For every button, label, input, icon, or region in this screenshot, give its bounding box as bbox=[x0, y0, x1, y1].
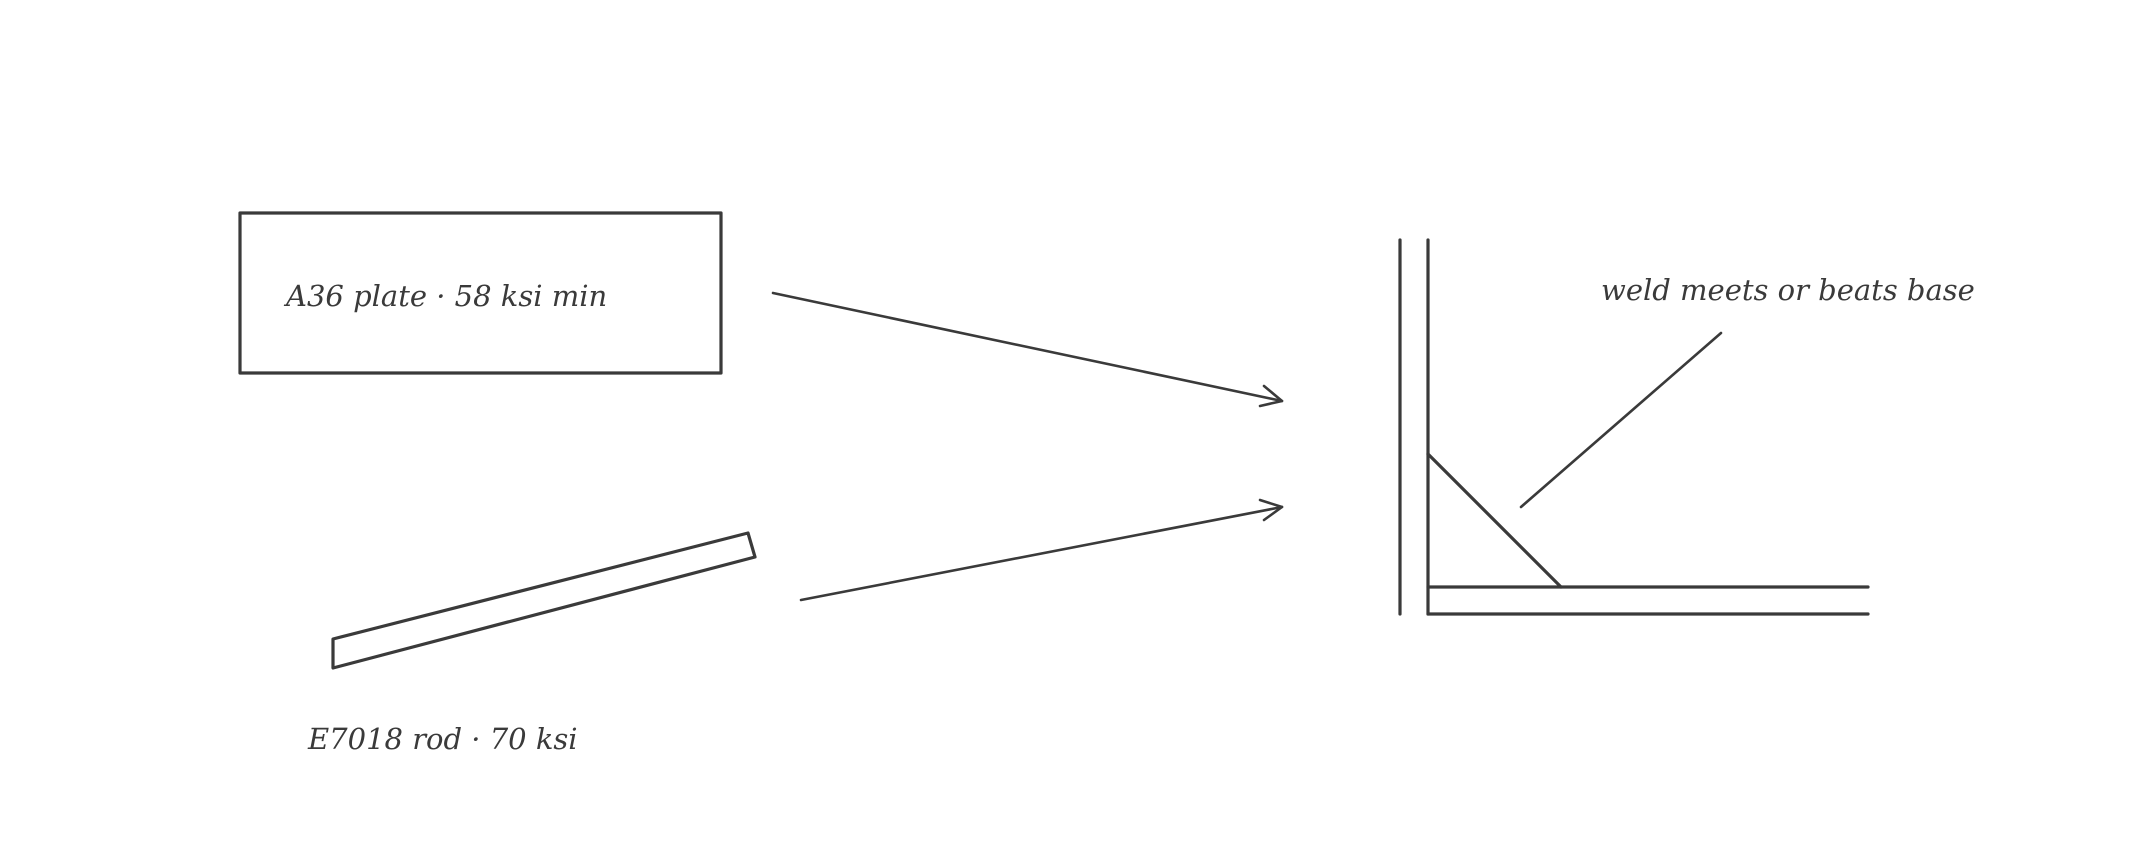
fillet-weld-joint bbox=[1398, 238, 1870, 616]
fillet-weld-face bbox=[1426, 452, 1563, 589]
weld-label: weld meets or beats base bbox=[1601, 273, 1975, 307]
rod-to-weld-arrow bbox=[799, 498, 1284, 602]
rod-shape bbox=[331, 531, 757, 670]
rod-label: E7018 rod · 70 ksi bbox=[307, 722, 578, 756]
plate-label: A36 plate · 58 ksi min bbox=[283, 279, 607, 313]
plate-box: A36 plate · 58 ksi min bbox=[238, 211, 723, 375]
weld-callout: weld meets or beats base bbox=[1519, 273, 1975, 509]
plate-rectangle bbox=[238, 211, 723, 375]
rod-arrow-head bbox=[1258, 498, 1284, 522]
welding-rod: E7018 rod · 70 ksi bbox=[307, 531, 757, 756]
plate-arrow-shaft bbox=[771, 291, 1284, 403]
plate-arrow-head bbox=[1258, 384, 1284, 408]
rod-arrow-shaft bbox=[799, 505, 1284, 602]
plate-to-weld-arrow bbox=[771, 291, 1284, 408]
weld-leader-line bbox=[1519, 331, 1723, 509]
